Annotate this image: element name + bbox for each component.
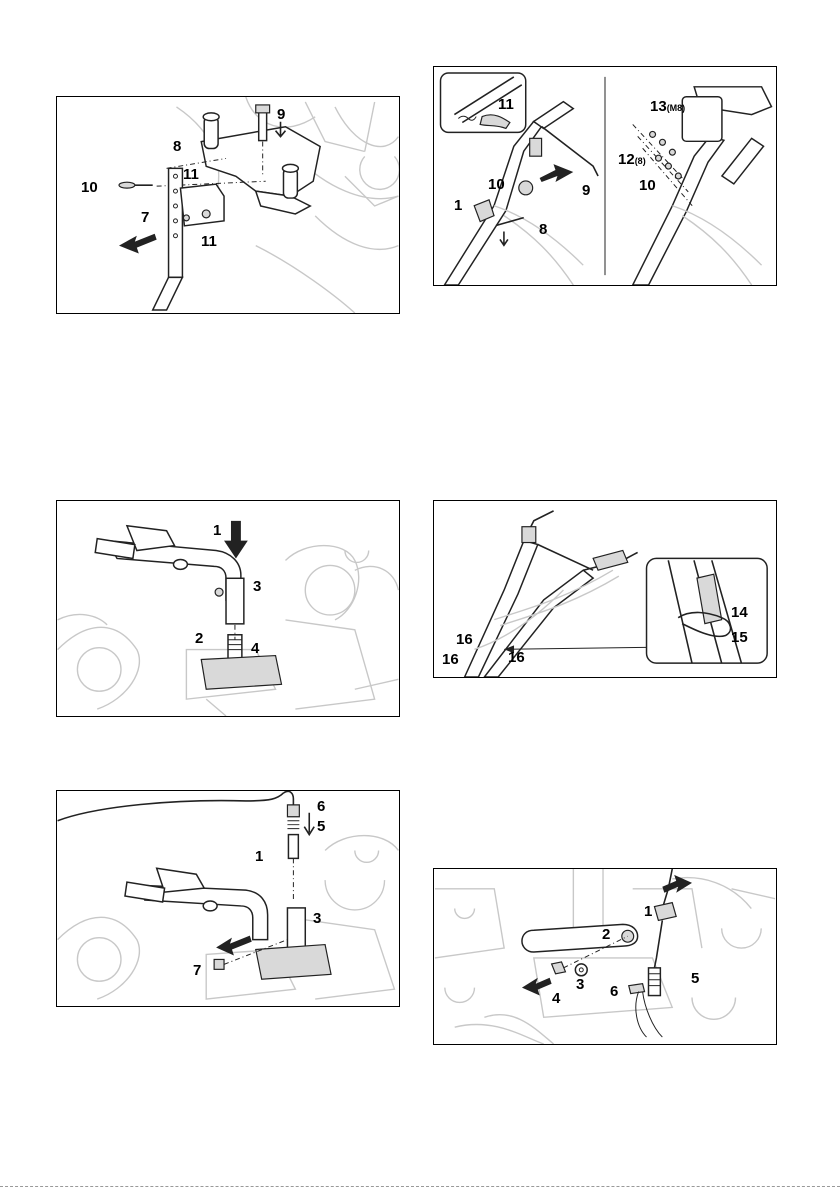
- callout-3: 3: [313, 911, 321, 926]
- callout-12-number: 12: [618, 151, 635, 168]
- figure-f-panel: 1 2 5 4 3 6: [433, 868, 777, 1045]
- figure-a-illustration: [57, 97, 399, 313]
- callout-10-right: 10: [639, 178, 656, 193]
- callout-4: 4: [251, 641, 259, 656]
- figure-a-panel: 9 8 11 10 7 11: [56, 96, 400, 314]
- callout-5: 5: [691, 971, 699, 986]
- callout-10-left: 10: [488, 177, 505, 192]
- callout-6: 6: [317, 799, 325, 814]
- callout-2: 2: [602, 927, 610, 942]
- callout-4: 4: [552, 991, 560, 1006]
- figure-c-panel: 1 3 2 4: [56, 500, 400, 717]
- figure-d-illustration: [434, 501, 776, 677]
- callout-3: 3: [253, 579, 261, 594]
- figure-b-panel: 11 13(M8) 12(8) 10 9 1 8 10: [433, 66, 777, 286]
- callout-11: 11: [498, 97, 514, 112]
- callout-7: 7: [141, 210, 149, 225]
- callout-11-top: 11: [183, 167, 199, 182]
- callout-1: 1: [255, 849, 263, 864]
- figure-e-illustration: [57, 791, 399, 1006]
- callout-8: 8: [539, 222, 547, 237]
- callout-13-size: (M8): [667, 103, 686, 113]
- callout-14: 14: [731, 605, 748, 620]
- callout-6: 6: [610, 984, 618, 999]
- figure-b-illustration: [434, 67, 776, 285]
- callout-8: 8: [173, 139, 181, 154]
- callout-1: 1: [644, 904, 652, 919]
- callout-13-number: 13: [650, 98, 667, 115]
- callout-16-c: 16: [508, 650, 525, 665]
- callout-10: 10: [81, 180, 98, 195]
- figure-d-panel: 14 15 16 16 16: [433, 500, 777, 678]
- callout-9: 9: [582, 183, 590, 198]
- figure-e-panel: 6 5 1 3 7: [56, 790, 400, 1007]
- callout-16-a: 16: [456, 632, 473, 647]
- callout-1: 1: [213, 523, 221, 538]
- callout-11-bottom: 11: [201, 234, 217, 249]
- callout-2: 2: [195, 631, 203, 646]
- callout-16-b: 16: [442, 652, 459, 667]
- callout-7: 7: [193, 963, 201, 978]
- callout-15: 15: [731, 630, 748, 645]
- callout-12-count: (8): [635, 156, 646, 166]
- callout-3: 3: [576, 977, 584, 992]
- figure-c-illustration: [57, 501, 399, 716]
- callout-9: 9: [277, 107, 285, 122]
- callout-13: 13(M8): [650, 99, 685, 114]
- page-bottom-rule: [0, 1186, 840, 1187]
- callout-5: 5: [317, 819, 325, 834]
- callout-1: 1: [454, 198, 462, 213]
- callout-12: 12(8): [618, 152, 646, 167]
- figure-f-illustration: [434, 869, 776, 1044]
